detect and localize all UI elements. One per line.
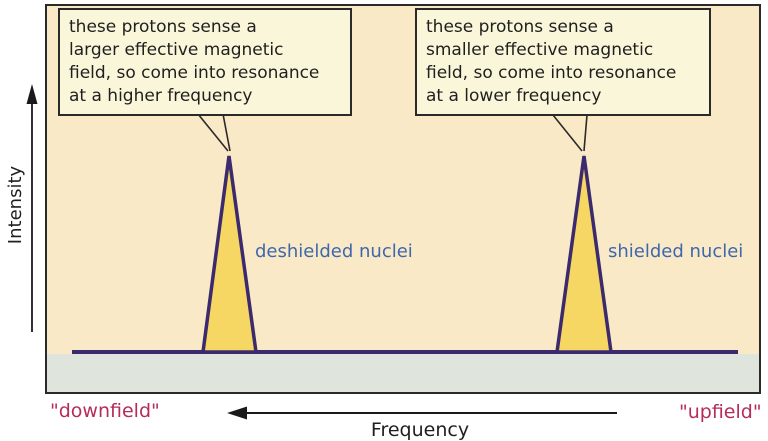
shielded-nuclei-label: shielded nuclei (608, 241, 744, 262)
baseline-strip (47, 354, 759, 392)
deshielded-nuclei-label: deshielded nuclei (255, 241, 413, 262)
callout-deshielded: these protons sense a larger effective m… (58, 8, 352, 116)
callout-shielded: these protons sense a smaller effective … (415, 8, 711, 116)
left-arrow-icon (227, 406, 617, 420)
upfield-label: "upfield" (679, 401, 762, 423)
up-arrow-icon (26, 84, 38, 332)
y-axis-label: Intensity (5, 165, 26, 245)
x-axis-label: Frequency (370, 419, 470, 441)
downfield-label: "downfield" (50, 400, 160, 422)
